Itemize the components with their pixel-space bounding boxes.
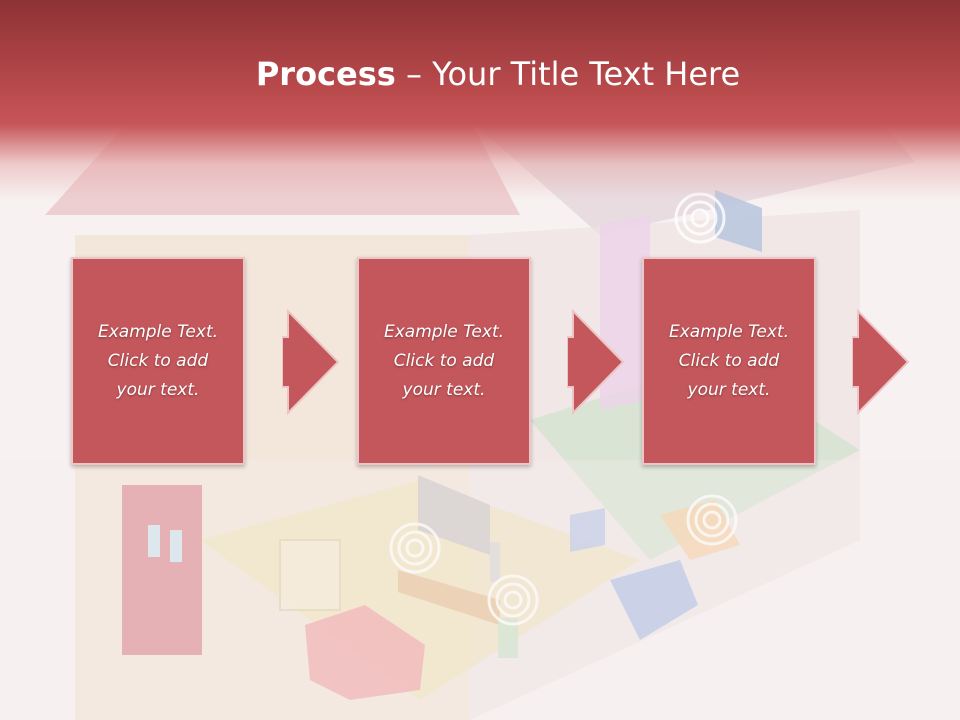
- door-window-right: [170, 530, 182, 562]
- process-step-text: Example Text. Click to add your text.: [668, 321, 790, 400]
- front-door: [122, 485, 202, 655]
- header-band: [0, 0, 960, 200]
- red-armchair: [305, 605, 425, 700]
- process-arrow-3[interactable]: [852, 309, 912, 415]
- title-separator: –: [395, 55, 433, 93]
- speaker: [490, 542, 500, 582]
- reflection-fade: [0, 460, 960, 720]
- wifi-signal-icon: [674, 192, 726, 244]
- computer-monitor: [715, 190, 762, 252]
- wifi-signal-icon: [487, 574, 539, 626]
- door-window-left: [148, 525, 160, 557]
- title-bold-part: Process: [255, 55, 396, 93]
- blue-sofa: [610, 560, 698, 640]
- process-arrow-1[interactable]: [282, 309, 342, 415]
- slide-title[interactable]: Process – Your Title Text Here: [0, 52, 960, 96]
- wireless-router: [498, 618, 518, 658]
- blue-chair: [570, 508, 605, 552]
- title-text: Your Title Text Here: [432, 55, 741, 93]
- process-step-text: Example Text. Click to add your text.: [383, 321, 505, 400]
- process-step-2[interactable]: Example Text. Click to add your text.: [357, 257, 531, 465]
- wifi-signal-icon: [686, 494, 738, 546]
- wifi-signal-icon: [389, 522, 441, 574]
- process-arrow-2[interactable]: [567, 309, 627, 415]
- process-step-1[interactable]: Example Text. Click to add your text.: [71, 257, 245, 465]
- wall-window: [279, 539, 341, 611]
- tv-stand: [398, 570, 500, 625]
- process-step-3[interactable]: Example Text. Click to add your text.: [642, 257, 816, 465]
- process-step-text: Example Text. Click to add your text.: [97, 321, 219, 400]
